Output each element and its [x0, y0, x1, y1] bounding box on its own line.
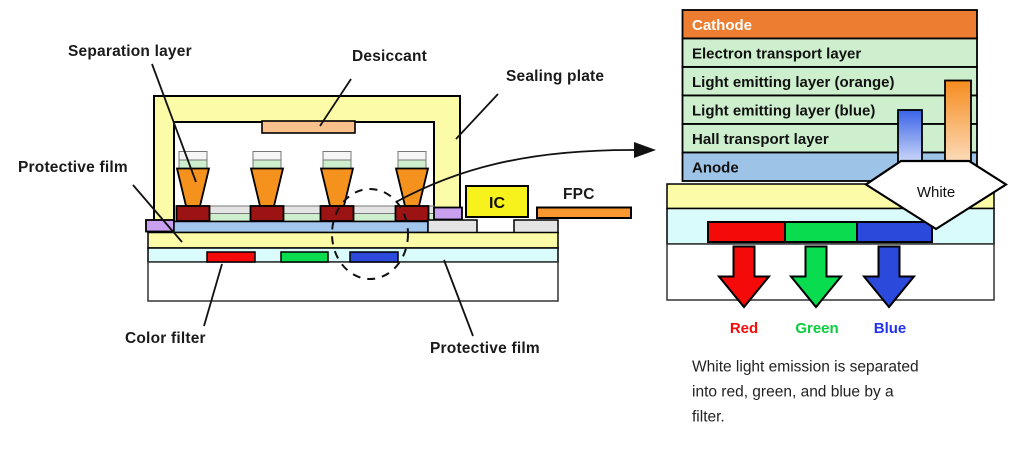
oled-pixel-1	[175, 151, 211, 222]
sealing-plate-label: Sealing plate	[506, 68, 604, 85]
desiccant-label: Desiccant	[352, 48, 427, 65]
emitting-orange-label: Light emitting layer (orange)	[692, 74, 895, 91]
zoom-arrow-curve	[395, 149, 639, 203]
color-filter-green	[280, 251, 329, 263]
pixel-cap	[252, 151, 282, 161]
protective-film-layer	[147, 231, 559, 249]
stack-rows	[681, 9, 978, 182]
color-filter-red	[206, 251, 256, 263]
blue-light-arrow	[861, 245, 917, 309]
pixel-green-band	[178, 159, 208, 169]
blue-label: Blue	[874, 320, 907, 337]
protective-film-top-label: Protective film	[18, 159, 128, 176]
terminal-pad-right	[513, 219, 559, 234]
dashed-highlight-circle	[331, 188, 409, 280]
leader-protective-film-top	[132, 184, 183, 243]
leader-protective-film-bottom	[443, 259, 474, 337]
glass-substrate	[147, 261, 559, 302]
protective-film-bottom-label: Protective film	[430, 340, 540, 357]
green-light-arrow	[788, 245, 844, 309]
glass-band	[666, 243, 995, 301]
pixel-cap	[397, 151, 427, 161]
color-filter-blue	[349, 251, 399, 263]
pixel-base	[394, 205, 430, 222]
hall-transport-label: Hall transport layer	[692, 131, 829, 148]
pixel-green-band	[397, 159, 427, 169]
ic-chip	[465, 185, 529, 218]
layer-cathode	[681, 9, 978, 40]
layer-stack-detail: Cathode Electron transport layer Light e…	[666, 9, 1009, 426]
filter-bar-red	[707, 221, 786, 243]
fpc-label: FPC	[563, 186, 595, 203]
caption: White light emission is separated into r…	[692, 359, 919, 426]
leader-color-filter	[203, 263, 223, 327]
edge-seal-right	[433, 206, 463, 221]
color-filter-label: Color filter	[125, 330, 206, 347]
pixel-base	[249, 205, 285, 222]
layer-electron-transport	[681, 37, 978, 68]
white-arrow-label: White	[917, 184, 955, 201]
pixel-base	[175, 205, 211, 222]
leader-sealing-plate	[455, 93, 499, 140]
filter-bar-blue	[856, 221, 933, 243]
pixel-cap	[178, 151, 208, 161]
oled-pixel-4	[394, 151, 430, 222]
electron-transport-label: Electron transport layer	[692, 46, 861, 63]
caption-line-1: White light emission is separated	[692, 359, 919, 376]
oled-pixel-3	[319, 151, 355, 222]
white-light-arrow	[863, 159, 1009, 231]
caption-line-2: into red, green, and blue by a	[692, 384, 894, 401]
stack-row-labels: Cathode Electron transport layer Light e…	[692, 17, 895, 177]
desiccant-strip	[261, 120, 356, 134]
oled-pixel-2	[249, 151, 285, 222]
green-label: Green	[795, 320, 838, 337]
ic-label: IC	[489, 195, 505, 212]
anode-layer-strip	[173, 220, 429, 234]
panel-cross-section: IC Separation layer Desiccant Sealing pl…	[18, 43, 656, 357]
filter-bar-green	[784, 221, 858, 243]
caption-line-3: filter.	[692, 409, 725, 426]
red-label: Red	[730, 320, 758, 337]
emitting-blue-label: Light emitting layer (blue)	[692, 103, 875, 120]
separation-layer-label: Separation layer	[68, 43, 192, 60]
fpc-cable	[536, 206, 632, 219]
leader-separation-layer	[151, 63, 197, 183]
anode-label: Anode	[692, 160, 739, 177]
edge-seal-left	[145, 219, 175, 233]
layer-emitting-blue	[681, 94, 978, 125]
terminal-pad-left	[427, 219, 478, 234]
leader-desiccant	[319, 78, 352, 127]
red-light-arrow	[716, 245, 772, 309]
pixel-cap	[322, 151, 352, 161]
cathode-label: Cathode	[692, 17, 752, 34]
pixel-green-band	[322, 159, 352, 169]
pixel-green-band	[252, 159, 282, 169]
zoom-arrow-head-icon	[634, 142, 656, 158]
